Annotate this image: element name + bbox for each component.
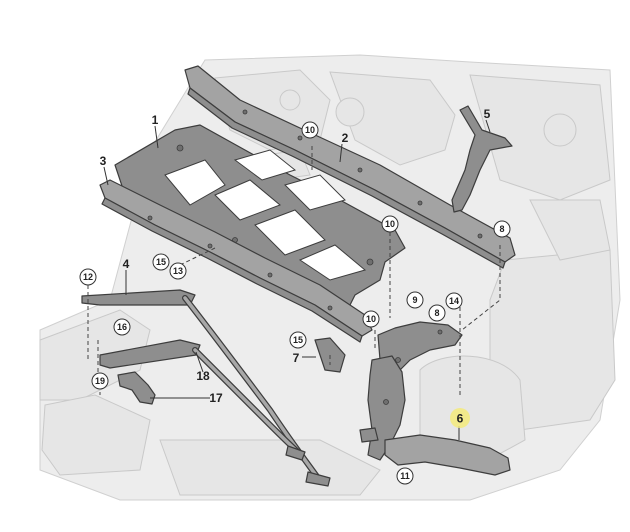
label-13: 13 (173, 266, 183, 276)
part-4-diagonal-strut (81, 289, 331, 487)
callout-13: 13 (169, 262, 187, 280)
label-7: 7 (293, 351, 300, 365)
assembly-lines (87, 146, 501, 395)
label-3: 3 (100, 154, 107, 168)
label-2: 2 (342, 131, 349, 145)
callout-8-b: 8 (428, 304, 446, 322)
label-1: 1 (152, 113, 159, 127)
callout-11: 11 (396, 467, 414, 485)
label-10-a: 10 (305, 125, 315, 135)
label-16: 16 (117, 322, 127, 332)
callout-8-a: 8 (493, 220, 511, 238)
callout-15-a: 15 (152, 253, 170, 271)
part-1-support-plate (114, 124, 406, 306)
part-5-y-bracket (451, 105, 513, 213)
callout-14: 14 (445, 292, 463, 310)
callout-9: 9 (406, 291, 424, 309)
label-18: 18 (196, 369, 210, 383)
label-6: 6 (457, 412, 464, 426)
label-11: 11 (400, 471, 410, 481)
callout-6-highlight: 6 (450, 408, 470, 428)
callout-12: 12 (79, 268, 97, 286)
label-10-c: 10 (366, 314, 376, 324)
label-4: 4 (123, 257, 130, 271)
label-12: 12 (83, 272, 93, 282)
label-5: 5 (484, 107, 491, 121)
label-17: 17 (209, 391, 223, 405)
callout-19: 19 (91, 372, 109, 390)
label-19: 19 (95, 376, 105, 386)
label-8-b: 8 (434, 308, 439, 318)
callout-15-b: 15 (289, 331, 307, 349)
part-3-lower-rail (99, 179, 373, 343)
leader-lines (103, 119, 491, 440)
center-bracket-assembly (359, 321, 511, 476)
part-2-upper-rail (184, 65, 516, 269)
label-15-a: 15 (156, 257, 166, 267)
label-10-b: 10 (385, 219, 395, 229)
callout-16: 16 (113, 318, 131, 336)
callout-10-a: 10 (301, 121, 319, 139)
callout-10-c: 10 (362, 310, 380, 328)
label-15-b: 15 (293, 335, 303, 345)
label-14: 14 (449, 296, 459, 306)
label-9: 9 (412, 295, 417, 305)
part-17-bracket (117, 371, 156, 405)
label-8-a: 8 (499, 224, 504, 234)
plain-labels: 1 2 3 4 5 7 17 18 (100, 107, 491, 405)
callout-10-b: 10 (381, 215, 399, 233)
part-18-brace (99, 339, 306, 461)
circled-callouts: 10 10 10 8 8 9 14 11 (79, 121, 511, 485)
